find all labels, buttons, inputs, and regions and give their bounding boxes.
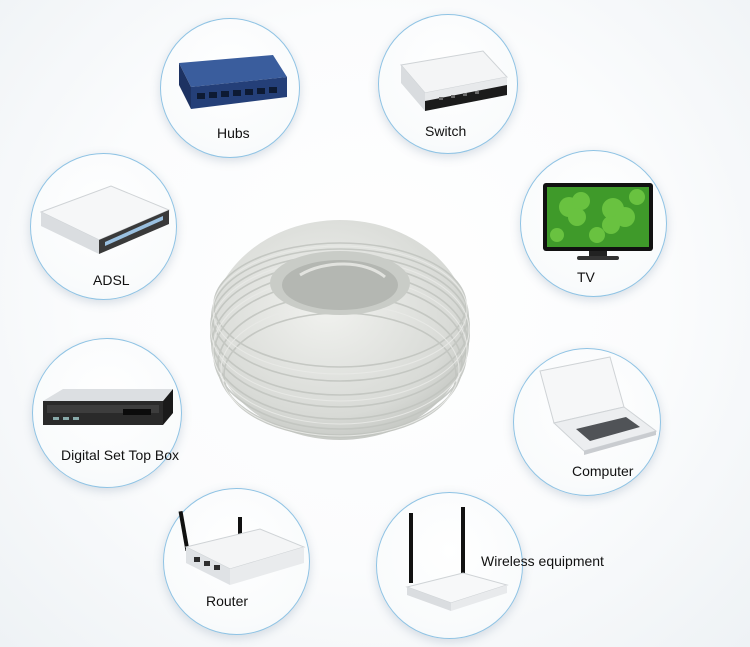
adsl-label: ADSL [93, 272, 130, 288]
adsl-bubble: ADSL [30, 153, 177, 300]
laptop-icon [539, 356, 658, 455]
network-cable-coil-icon [210, 220, 470, 440]
hubs-label: Hubs [217, 125, 250, 141]
switch-bubble: Switch [378, 14, 518, 154]
wireless-label: Wireless equipment [481, 553, 604, 569]
set-top-box-bubble: Digital Set Top Box [32, 338, 182, 488]
tv-label: TV [577, 269, 595, 285]
hubs-bubble: Hubs [160, 18, 300, 158]
switch-icon [400, 50, 508, 111]
router-bubble: Router [163, 488, 310, 635]
hub-icon [179, 55, 287, 109]
set-top-box-icon [43, 389, 173, 425]
wireless-bubble: Wireless equipment [376, 492, 604, 639]
wireless-router-icon [405, 507, 509, 611]
adsl-modem-icon [39, 185, 171, 254]
computer-bubble: Computer [513, 348, 661, 496]
router-label: Router [206, 593, 249, 609]
router-icon [178, 510, 306, 585]
switch-label: Switch [425, 123, 467, 139]
set-top-box-label: Digital Set Top Box [61, 447, 180, 463]
tv-bubble: TV [520, 150, 667, 297]
tv-icon [543, 183, 653, 260]
computer-label: Computer [572, 463, 634, 479]
